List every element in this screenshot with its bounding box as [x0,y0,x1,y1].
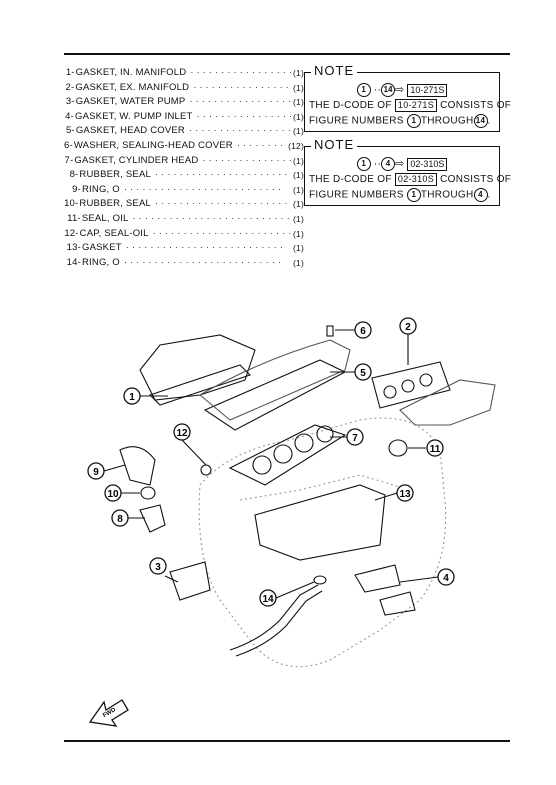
parts-list-item: 11-SEAL, OIL··························(1… [67,212,304,224]
parts-list-item: 5-GASKET, HEAD COVER····················… [65,125,304,137]
parts-list-item: 9-RING, O··························(1) [72,183,304,195]
note-range: 1 ··4⇨ 02-310S [305,157,499,172]
parts-list-item: 13-GASKET··························(1) [66,242,304,254]
parts-list-item: 12-CAP, SEAL-OIL························… [64,227,304,239]
svg-text:6: 6 [360,326,366,337]
engine-block-outline [198,417,447,668]
parts-list-item: 2-GASKET, EX. MANIFOLD··················… [65,81,304,93]
callout-10: 10 [104,484,122,502]
note-box-2: NOTE 1 ··4⇨ 02-310S THE D-CODE OF 02-310… [304,138,512,206]
gasket-oil-pan [254,484,386,561]
gasket-cylinder-head [228,424,347,486]
ring-o-timing [119,446,156,486]
parts-list: 1-GASKET, IN. MANIFOLD··················… [64,66,304,270]
callout-6: 6 [354,321,372,339]
gasket-exhaust-manifold [371,361,451,409]
callout-3: 3 [149,557,167,575]
exploded-parts-diagram: 1 2 3 4 5 6 7 8 9 10 11 12 13 14 FWD [87,317,496,727]
rubber-seal [140,486,156,500]
seal-oil [388,439,408,457]
note-box-1: NOTE 1 ··14⇨ 10-271S THE D-CODE OF 10-27… [304,64,512,132]
callout-5: 5 [354,363,372,381]
callout-1: 1 [123,387,141,405]
gasket-head-cover [203,359,347,431]
parts-list-item: 10-RUBBER, SEAL·························… [64,198,304,210]
water-pipe [229,584,319,651]
head-cover [199,339,351,421]
callout-4: 4 [437,568,455,586]
svg-text:11: 11 [430,444,441,455]
svg-text:8: 8 [117,514,123,525]
rubber-seal-8 [139,504,166,533]
note-title: NOTE [311,138,358,152]
callout-13: 13 [396,484,414,502]
gasket-water-pump-inlet [354,564,401,593]
svg-text:9: 9 [93,467,99,478]
cap-seal-oil [200,464,212,476]
note-line: THE D-CODE OF 10-271S CONSISTS OF [309,99,512,112]
parts-list-item: 14-RING, O··························(1) [66,256,304,268]
top-rule [64,53,510,55]
parts-list-item: 3-GASKET, WATER PUMP····················… [65,96,304,108]
exhaust-manifold [399,379,496,426]
bottom-rule [64,740,510,742]
gasket-intake-manifold [148,364,252,406]
callout-14: 14 [259,589,277,607]
washer-sealing-head-cover [326,325,334,337]
parts-list-item: 6-WASHER, SEALING-HEAD COVER············… [64,139,304,151]
ring-o-pipe [313,575,327,585]
svg-text:4: 4 [443,573,449,584]
callout-2: 2 [399,317,417,335]
callout-11: 11 [426,439,444,457]
callout-9: 9 [87,462,105,480]
engine-block-outline [239,474,411,501]
parts-list-item: 8-RUBBER, SEAL··························… [69,169,304,181]
svg-text:12: 12 [176,428,188,439]
parts-list-item: 4-GASKET, W. PUMP INLET·················… [65,110,304,122]
svg-text:2: 2 [405,322,411,333]
svg-text:10: 10 [107,489,119,500]
callout-8: 8 [111,509,129,527]
note-line: THE D-CODE OF 02-310S CONSISTS OF [309,173,512,186]
note-title: NOTE [311,64,358,78]
note-range: 1 ··14⇨ 10-271S [305,83,499,98]
parts-list-item: 1-GASKET, IN. MANIFOLD··················… [65,67,304,78]
intake-manifold [139,334,256,401]
svg-text:3: 3 [155,562,161,573]
callout-7: 7 [346,428,364,446]
gasket-water-pump [169,561,211,601]
svg-text:13: 13 [399,489,411,500]
svg-text:5: 5 [360,368,366,379]
svg-text:14: 14 [262,594,274,605]
parts-list-item: 7-GASKET, CYLINDER HEAD·················… [64,154,304,166]
svg-text:1: 1 [129,392,135,403]
fwd-arrow-icon: FWD [88,699,129,727]
callout-12: 12 [173,423,191,441]
svg-text:7: 7 [352,433,358,444]
